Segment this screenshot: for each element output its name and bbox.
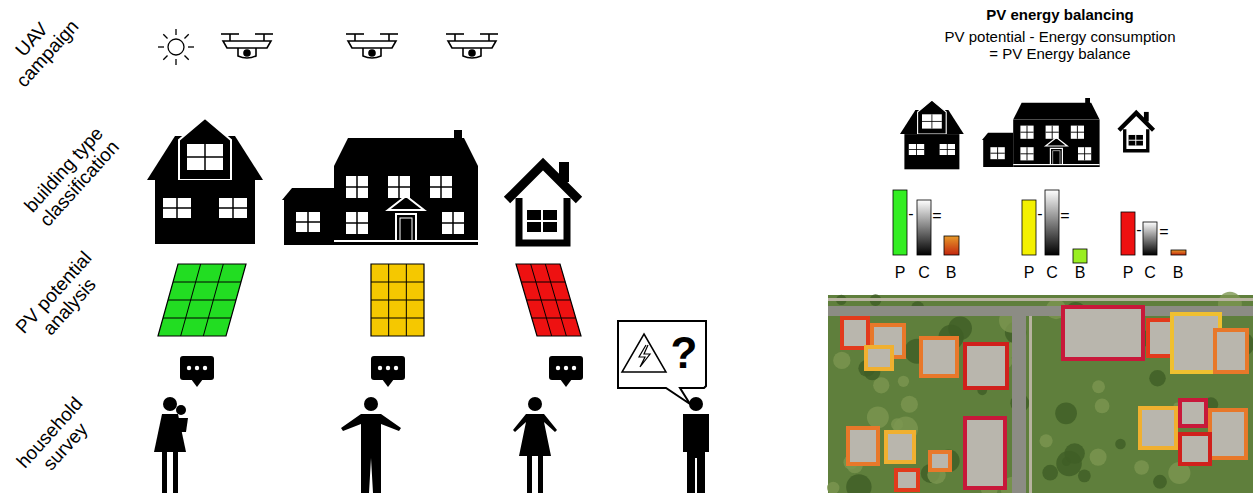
bar-label: = [1158,223,1170,241]
sun-icon [158,29,194,65]
pv-panel [371,264,424,336]
bar-label: P [890,264,910,282]
bar-label: = [1059,207,1071,225]
row-label: household survey [6,385,111,493]
aerial-photo [827,292,1253,493]
person-icon [683,397,709,493]
question-mark: ? [667,329,701,377]
row-label: PV potential analysis [6,241,117,358]
bar-label: - [1035,205,1045,223]
bar-label: C [914,264,934,282]
question-bubble [618,321,706,404]
drone-icon [221,34,273,58]
person-icon [154,397,188,493]
house-icon [147,118,263,244]
house-icon [982,98,1100,167]
speech-bubble [180,356,214,387]
person-icon [341,397,401,493]
bar-label: B [941,264,961,282]
equation-text: PV potential - Energy consumption = PV E… [941,29,1179,62]
house-icon [900,100,964,169]
pv-panel [516,264,581,336]
bar-label: - [906,205,916,223]
pv-panel [158,264,246,336]
bar-label: P [1019,264,1039,282]
drone-icon [446,34,498,58]
speech-bubble [549,356,583,387]
house-icon [1119,112,1154,151]
row-label: UAV campaign [0,0,86,94]
speech-bubble [371,356,405,387]
house-icon [507,162,579,243]
row-label: building type classification [10,111,135,243]
bar-label: = [931,207,943,225]
house-icon [282,130,478,245]
drone-icon [346,34,398,58]
bar-label: B [1168,264,1188,282]
bar-label: C [1140,264,1160,282]
person-icon [513,397,557,493]
balance-bars [893,190,1186,263]
bar-label: B [1070,264,1090,282]
bar-label: - [1134,221,1144,239]
bar-label: C [1042,264,1062,282]
title: PV energy balancing [986,6,1134,23]
bar-label: P [1118,264,1138,282]
